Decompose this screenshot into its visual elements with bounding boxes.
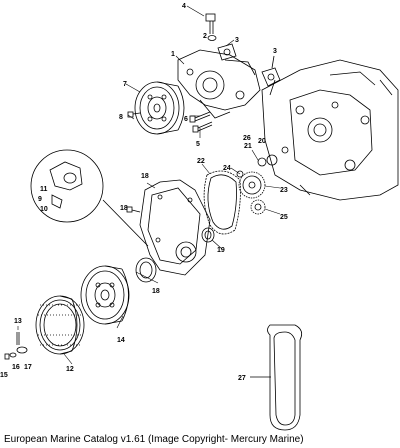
callout-22: 22 (197, 158, 205, 165)
callout-3a: 3 (235, 37, 239, 44)
callout-17: 17 (24, 364, 32, 371)
drive-belt (250, 324, 303, 431)
callout-25: 25 (280, 214, 288, 221)
timing-chain (203, 170, 241, 235)
callout-18b: 18 (152, 288, 160, 295)
callout-9: 9 (38, 196, 42, 203)
callout-24: 24 (223, 165, 231, 172)
callout-18a: 18 (141, 173, 149, 180)
leader-lines (17, 5, 281, 365)
crank-pulley (35, 295, 85, 355)
callout-4: 4 (182, 3, 186, 10)
callout-6: 6 (184, 116, 188, 123)
gasket-pump (217, 43, 237, 61)
seal-19 (201, 227, 215, 243)
callout-26: 26 (243, 135, 251, 142)
callout-3b: 3 (273, 48, 277, 55)
harmonic-balancer (80, 265, 130, 325)
callout-2: 2 (203, 33, 207, 40)
callout-1: 1 (171, 51, 175, 58)
callout-20: 20 (258, 138, 266, 145)
callout-14: 14 (117, 337, 125, 344)
seal-lower (135, 257, 157, 283)
callout-13: 13 (14, 318, 22, 325)
callout-16: 16 (12, 364, 20, 371)
image-caption: European Marine Catalog v1.61 (Image Cop… (4, 434, 304, 445)
gasket-right (261, 55, 281, 87)
detail-bubble (30, 149, 149, 247)
callout-8: 8 (119, 114, 123, 121)
callout-27: 27 (238, 375, 246, 382)
bolt-4 (205, 13, 217, 41)
sprockets (236, 154, 278, 215)
callout-10: 10 (40, 206, 48, 213)
callout-21: 21 (244, 143, 252, 150)
callout-labels: 1 2 3 3 4 5 6 7 8 9 10 11 12 13 14 15 16… (0, 3, 288, 382)
callout-18c: 18 (120, 205, 128, 212)
crank-hardware (4, 332, 28, 360)
timing-cover (126, 179, 211, 276)
engine-block (261, 59, 399, 201)
callout-11: 11 (40, 186, 48, 193)
bolts-6-5 (189, 111, 213, 133)
callout-7: 7 (123, 81, 127, 88)
callout-19: 19 (217, 247, 225, 254)
callout-12: 12 (66, 366, 74, 373)
water-pump-pulley (134, 81, 185, 135)
callout-5: 5 (196, 141, 200, 148)
callout-15: 15 (0, 372, 8, 379)
water-pump (177, 49, 261, 119)
callout-23: 23 (280, 187, 288, 194)
